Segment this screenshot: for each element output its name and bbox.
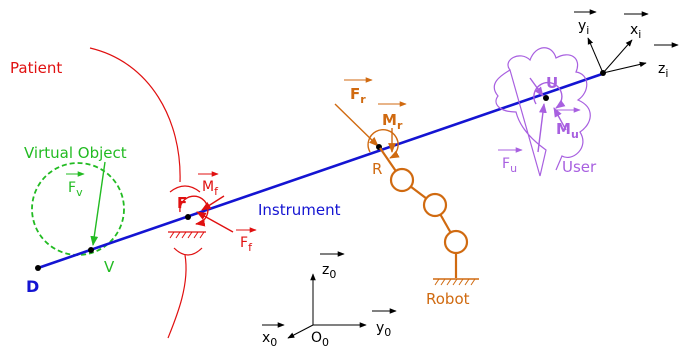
patient-label: Patient: [10, 59, 62, 77]
frame-i-y-label: yi: [578, 18, 589, 37]
point-r-label: R: [372, 160, 382, 178]
frame-0-y-label: y0: [376, 320, 391, 339]
frame-0-origin-label: O0: [311, 330, 329, 349]
moment-user-arc: [533, 81, 566, 109]
frame-i-x-label: xi: [630, 22, 641, 41]
robot-joint-2: [422, 192, 448, 218]
point-v-label: V: [104, 258, 115, 276]
robot-base-hatch: [434, 278, 476, 286]
robot-arm: [379, 147, 469, 278]
frame-0-x-label: x0: [262, 330, 277, 349]
force-virtual-arrow: [90, 161, 106, 246]
point-f-label: F: [177, 194, 187, 212]
frame-i-z-axis: [602, 61, 647, 74]
moment-robot-label: Mr: [382, 111, 403, 132]
force-user-label: Fu: [502, 156, 517, 175]
frame-0-x-axis: [287, 324, 314, 339]
patient-entry-arc-bottom: [173, 247, 203, 256]
virtual-object-boundary: [31, 162, 125, 256]
point-d-label: D: [26, 277, 39, 296]
fulcrum-hatch: [169, 231, 205, 239]
frame-i-y-axis: [587, 37, 604, 74]
user-label: User: [562, 158, 597, 176]
robot-joint-3: [443, 229, 469, 255]
virtual-object-label: Virtual Object: [24, 144, 127, 162]
frame-i-origin-dot: [600, 70, 606, 76]
instrument-label: Instrument: [258, 201, 341, 219]
moment-robot-arc: [367, 128, 400, 159]
moment-patient-label: Mf: [202, 179, 219, 198]
moment-user-label: Mu: [556, 120, 579, 141]
user-hand-outline: [493, 47, 591, 177]
patient-entry-arc-top: [169, 185, 201, 193]
point-d-dot: [35, 265, 41, 271]
force-user-arrow: [537, 103, 547, 153]
force-patient-label: Ff: [240, 235, 253, 254]
robot-joint-1: [389, 167, 415, 193]
frame-i-z-label: zi: [658, 61, 668, 80]
frame-i-x-axis: [602, 39, 633, 74]
robot-label: Robot: [426, 290, 470, 308]
point-v-dot: [88, 247, 94, 253]
patient-boundary-lower: [167, 254, 187, 339]
point-u-dot: [543, 95, 549, 101]
force-user-guide: [529, 77, 544, 97]
patient-boundary-upper: [89, 47, 181, 183]
point-f-dot: [185, 214, 191, 220]
force-virtual-label: Fv: [68, 180, 83, 199]
frame-0-z-label: z0: [322, 262, 336, 281]
point-u-label: U: [546, 74, 558, 92]
instrument-shaft: [37, 71, 606, 270]
force-robot-arrow: [334, 103, 379, 147]
moment-patient-arrow: [201, 195, 225, 211]
moment-patient-arc: [179, 195, 209, 227]
force-robot-label: Fr: [350, 85, 366, 106]
moment-user-arrow: [553, 107, 567, 131]
force-patient-arrow: [196, 211, 234, 233]
